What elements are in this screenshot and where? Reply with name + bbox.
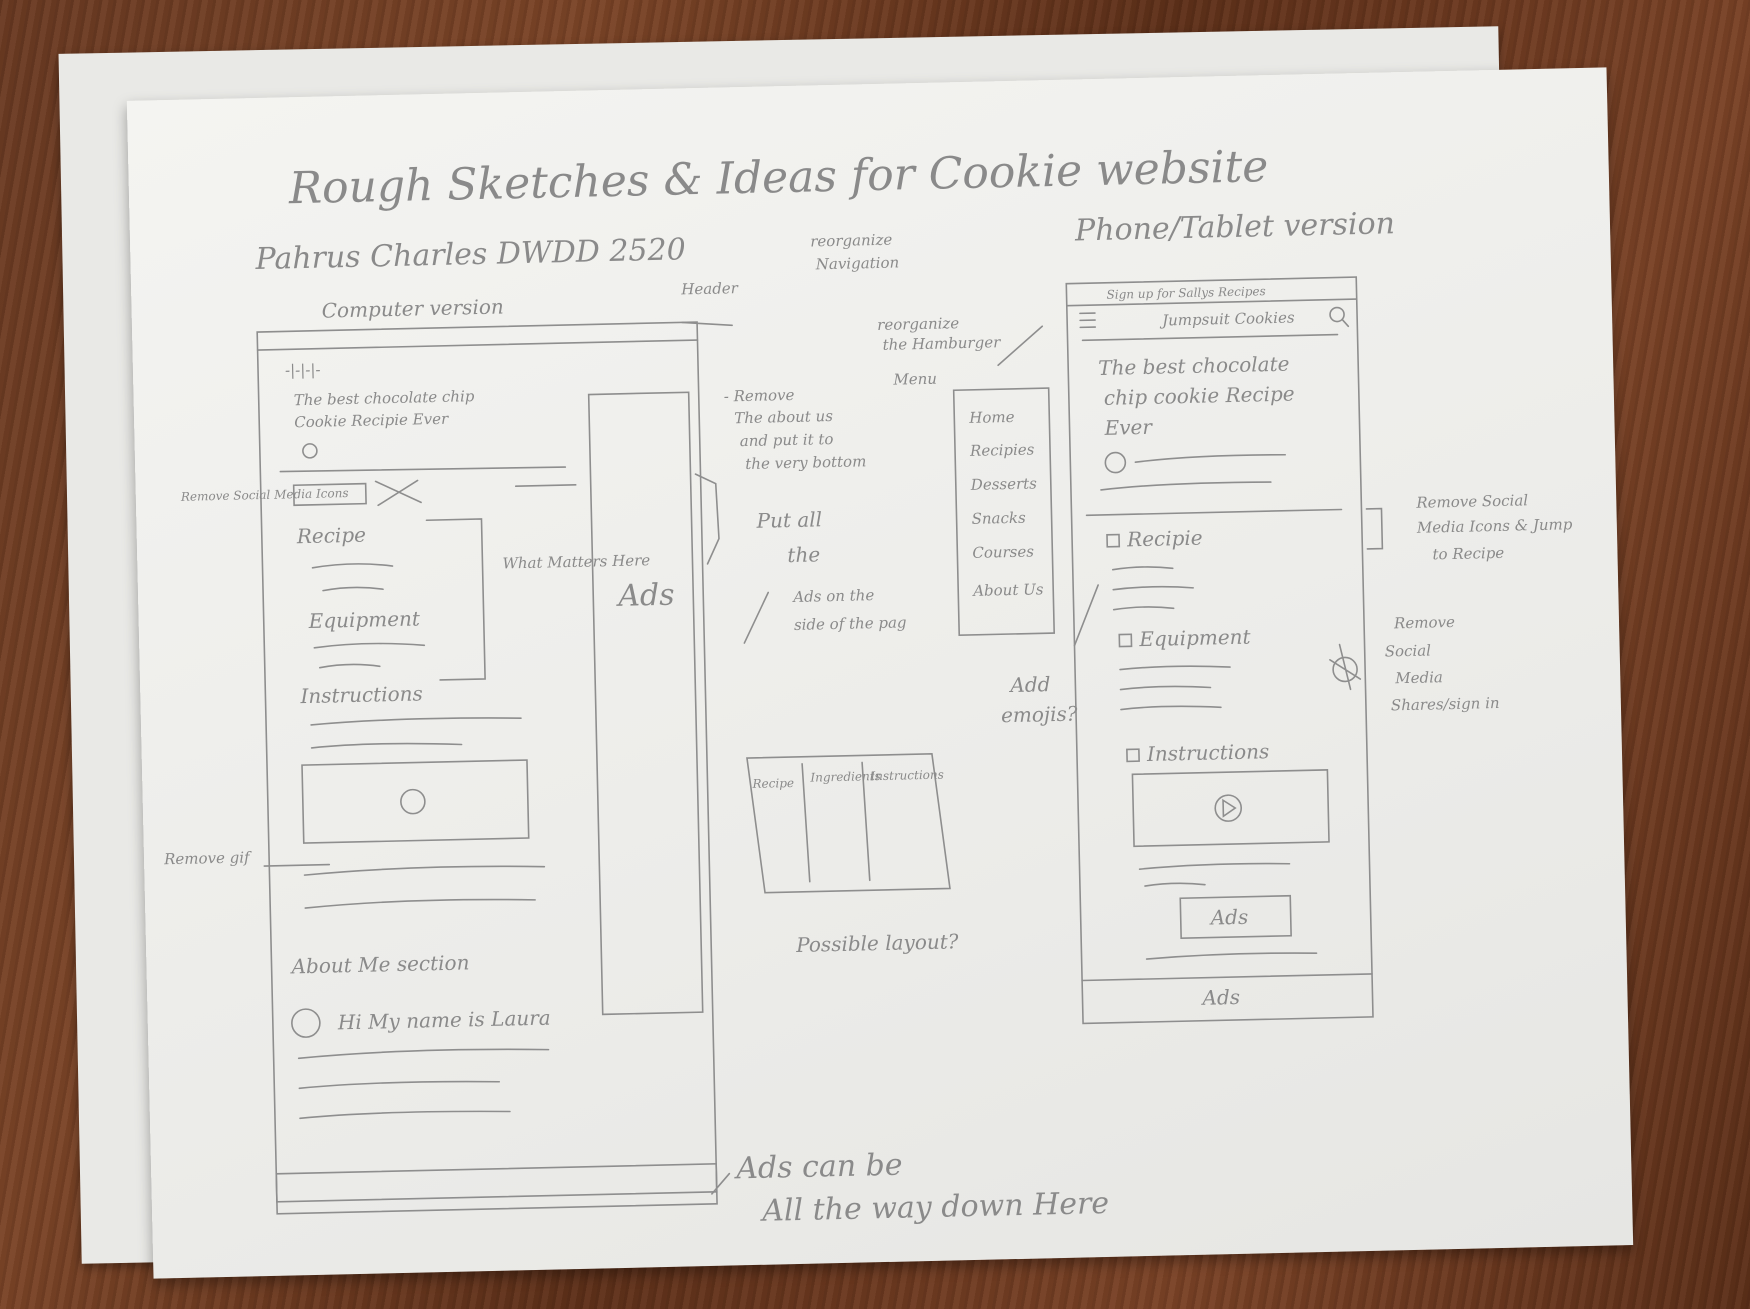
phone-remove-shares-1: Remove (1393, 613, 1455, 632)
reorganize-nav-2: Navigation (815, 253, 900, 273)
layout-col-instructions: Instructions (869, 768, 944, 784)
phone-instructions-heading: Instructions (1146, 739, 1270, 766)
desktop-video-box (301, 759, 530, 844)
layout-col-ingredients: Ingredients (809, 769, 881, 785)
sidebar-ads-label: Ads (615, 578, 675, 614)
sketch-title: Rough Sketches & Ideas for Cookie websit… (287, 141, 1268, 214)
put-ads-1: Put all (755, 507, 822, 533)
possible-layout-note: Possible layout? (795, 929, 959, 957)
phone-remove-social-3: to Recipe (1432, 544, 1504, 564)
phone-recipe-title-1: The best chocolate (1098, 352, 1290, 380)
phone-play-icon (1214, 794, 1243, 822)
phone-remove-shares-3: Media (1394, 668, 1443, 687)
desktop-recipe-heading: Recipe (296, 523, 367, 549)
menu-item-desserts: Desserts (970, 474, 1038, 494)
desktop-recipe-title-2: Cookie Recipie Ever (294, 410, 449, 432)
about-avatar-icon (291, 1008, 321, 1038)
menu-item-recipies: Recipies (969, 440, 1035, 459)
equipment-checkbox (1118, 633, 1133, 648)
desktop-instructions-heading: Instructions (299, 681, 423, 708)
phone-equipment-heading: Equipment (1138, 625, 1252, 652)
phone-recipe-title-3: Ever (1103, 415, 1153, 440)
what-matters-note: What Matters Here (502, 551, 650, 572)
recipe-checkbox (1106, 533, 1121, 548)
share-icon-sketch (1329, 643, 1362, 691)
desktop-recipe-title-1: The best chocolate chip (294, 387, 475, 409)
desktop-nav: -|-|-|- (285, 361, 321, 380)
about-heading: About Me section (289, 950, 469, 978)
add-emojis-1: Add (1008, 672, 1051, 697)
hamburger-icon (1079, 312, 1097, 329)
menu-item-courses: Courses (972, 542, 1034, 561)
author-line: Pahrus Charles DWDD 2520 (254, 232, 686, 277)
phone-ads-footer: Ads (1200, 985, 1240, 1010)
put-ads-2: the (787, 542, 820, 567)
phone-remove-social-1: Remove Social (1415, 491, 1528, 512)
phone-ads-button-label: Ads (1208, 905, 1248, 930)
phone-ads-button (1179, 894, 1292, 940)
phone-avatar-icon (1104, 451, 1127, 474)
hamburger-note-3: Menu (892, 370, 937, 389)
phone-frame (1065, 276, 1374, 1025)
hamburger-menu-sketch (952, 387, 1056, 637)
hamburger-note-1: reorganize (877, 314, 960, 334)
add-emojis-2: emojis? (1001, 702, 1078, 728)
desktop-frame (256, 321, 718, 1203)
remove-gif-note: Remove gif (163, 848, 252, 868)
sidebar-ads (587, 391, 704, 1016)
remove-about-1: - Remove (724, 386, 795, 406)
computer-version-label: Computer version (321, 294, 504, 322)
desktop-equipment-heading: Equipment (307, 606, 421, 633)
author-avatar-icon (302, 443, 318, 459)
menu-item-snacks: Snacks (971, 509, 1026, 528)
phone-video-box (1131, 769, 1330, 848)
search-icon (1329, 306, 1345, 323)
ads-bottom-2: All the way down Here (759, 1186, 1110, 1229)
menu-item-about-us: About Us (971, 580, 1044, 600)
layout-col-recipe: Recipe (751, 776, 794, 791)
instructions-checkbox (1126, 748, 1140, 763)
play-icon (400, 788, 426, 815)
phone-version-label: Phone/Tablet version (1074, 206, 1396, 248)
phone-recipe-title-2: chip cookie Recipe (1104, 382, 1295, 410)
phone-recipe-heading: Recipie (1126, 526, 1203, 552)
layout-table-sketch (746, 753, 951, 894)
bottom-ad-bar (275, 1163, 718, 1215)
about-text: Hi My name is Laura (337, 1006, 551, 1035)
put-ads-4: side of the pag (794, 613, 907, 634)
phone-remove-social-2: Media Icons & Jump (1416, 515, 1573, 537)
phone-remove-shares-2: Social (1385, 641, 1432, 660)
remove-social-note: Remove Social Media Icons (180, 486, 349, 504)
put-ads-3: Ads on the (791, 586, 874, 606)
menu-item-home: Home (968, 408, 1015, 427)
remove-about-2: The about us (734, 407, 833, 427)
remove-about-3: and put it to (740, 430, 834, 450)
remove-about-4: the very bottom (745, 452, 866, 473)
reorganize-nav-1: reorganize (810, 231, 893, 251)
phone-remove-shares-4: Shares/sign in (1391, 694, 1500, 714)
header-note: Header (680, 279, 739, 298)
social-icons-box (292, 482, 367, 507)
phone-top-banner: Sign up for Sallys Recipes (1106, 284, 1265, 302)
phone-brand: Jumpsuit Cookies (1159, 308, 1295, 329)
hamburger-note-2: the Hamburger (882, 333, 1001, 354)
ads-bottom-1: Ads can be (733, 1148, 903, 1187)
